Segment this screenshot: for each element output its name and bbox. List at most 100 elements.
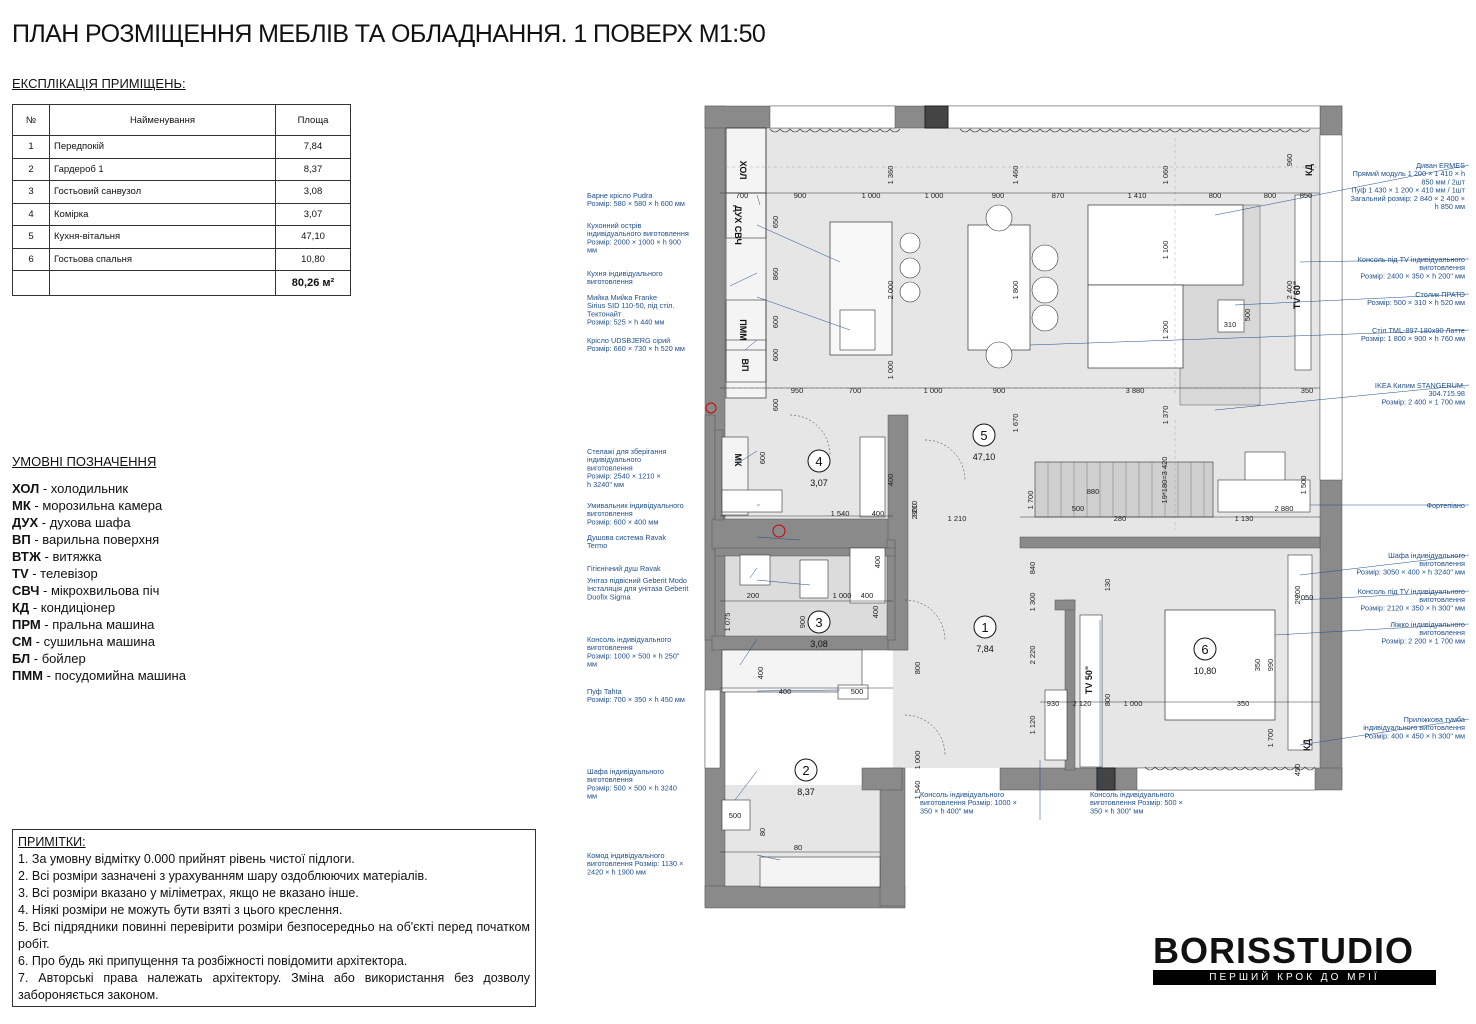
table-cell: 8,37 (275, 157, 351, 181)
curtain (769, 128, 901, 133)
note-item: 3. Всі розміри вказано у міліметрах, якщ… (18, 886, 359, 900)
curtain (959, 128, 1311, 133)
dimension-label: 2 000 (886, 281, 895, 300)
callout-right: 850 мм / 2шт (1421, 177, 1465, 186)
table-cell: Передпокій (49, 135, 276, 159)
dimension-label: 2 120 (1073, 699, 1092, 708)
dimension-label: 3 050 (1295, 593, 1314, 602)
chair (985, 204, 1013, 232)
callout-leader (734, 770, 758, 801)
bar-stool (899, 232, 921, 254)
legend-text: - пральна машина (40, 617, 155, 632)
note-item: 2. Всі розміри зазначені з урахуванням ш… (18, 869, 428, 883)
legend-text: - духова шафа (38, 515, 131, 530)
legend-text: - кондиціонер (29, 600, 116, 615)
callout-left: Termo (587, 541, 607, 550)
dimension-label: 950 (791, 386, 804, 395)
wardrobe (1287, 554, 1313, 751)
callout-leader (756, 854, 781, 861)
dimension-label: 900 (993, 386, 1006, 395)
dimension-label: 500 (1243, 309, 1252, 322)
window-opening (947, 105, 1321, 129)
table-header-row: № Найменування Площа (12, 104, 351, 136)
sink (839, 309, 876, 351)
legend-item: БЛ - бойлер (12, 650, 186, 667)
toilet (799, 559, 829, 599)
legend-text: - телевізор (28, 566, 98, 581)
table-total-row: 80,26 м² (12, 270, 351, 296)
legend-item: ВП - варильна поверхня (12, 531, 186, 548)
callout-left: Розмір: 1000 × 500 × h 250" (587, 651, 680, 660)
callout-left: Розмір: 580 × 580 × h 600 мм (587, 199, 685, 208)
callout-left: Кухня індивідуального (587, 269, 663, 278)
dimension-label: 1 000 (886, 361, 895, 380)
dimension-label: 2 220 (1028, 646, 1037, 665)
equipment-label: ДУХ СВЧ (733, 205, 743, 245)
legend-text: - морозильна камера (30, 498, 163, 513)
callout-left: Унітаз підвісний Geberit Modo (587, 576, 687, 585)
brand-name: BORISSTUDIO (1153, 930, 1415, 971)
callout-leader (756, 689, 841, 692)
equipment-label: КД (1304, 163, 1314, 175)
callout-leader (1029, 329, 1470, 346)
dimension-label: 1 000 (924, 386, 943, 395)
col-name: Найменування (49, 104, 276, 136)
pouf (837, 684, 869, 700)
callout-leader (744, 339, 758, 351)
sofa-module (1087, 284, 1184, 369)
callout-right: 304.715.98 (1428, 389, 1465, 398)
room-marker (807, 610, 831, 634)
dimension-label: 1 000 (833, 591, 852, 600)
dimension-label: 400 (756, 667, 765, 680)
dimension-label: 2 210 (910, 501, 919, 520)
callout-left: Розмір: 700 × 350 × h 450 мм (587, 695, 685, 704)
callout-left: Розмір: 2000 × 1000 × h 900 (587, 237, 681, 246)
legend-abbr: СВЧ (12, 583, 40, 598)
socket-symbol (705, 402, 717, 414)
callout-leader (756, 194, 761, 206)
dimension-label: 1 000 (1124, 699, 1143, 708)
wall (1019, 536, 1321, 549)
callout-left: 2420 × h 1900 мм (587, 867, 646, 876)
room-area: 47,10 (973, 452, 996, 462)
legend-heading: УМОВНІ ПОЗНАЧЕННЯ (12, 454, 157, 469)
explication-heading: ЕКСПЛІКАЦІЯ ПРИМІЩЕНЬ: (12, 76, 186, 91)
callout-leader (734, 450, 758, 466)
callout-leader (1274, 623, 1470, 636)
equipment-label: TV 50" (1084, 666, 1094, 694)
callout-left: Розмір: 500 × 500 × h 3240 (587, 783, 677, 792)
dimension-label: 2 200 (1293, 586, 1302, 605)
wall (704, 885, 906, 909)
table-cell: Гостьовий санвузол (49, 180, 276, 204)
dimension-label: 840 (1028, 562, 1037, 575)
chair (1031, 276, 1059, 304)
wall (861, 767, 903, 791)
callout-right: індивідуального виготовлення (1363, 723, 1465, 732)
callout-right: Диван ERMES (1416, 161, 1465, 170)
callout-leader (1299, 258, 1470, 263)
callout-right: Розмір: 2 400 × 1 700 мм (1381, 397, 1465, 406)
dimension-label: 1 500 (1299, 476, 1308, 495)
callout-left: Тектонайт (587, 309, 622, 318)
dimension-label: 1 000 (925, 191, 944, 200)
legend-item: TV - телевізор (12, 565, 186, 582)
dimension-label: 450 (1293, 764, 1302, 777)
legend-abbr: ХОЛ (12, 481, 40, 496)
kitchen-module (725, 339, 767, 383)
notes-list: 1. За умовну відмітку 0.000 прийнят ріве… (18, 851, 530, 1004)
callout-left: виготовлення (587, 509, 633, 518)
legend-abbr: ПММ (12, 668, 44, 683)
dimension-label: 1 800 (1011, 281, 1020, 300)
wall (711, 518, 908, 550)
legend-item: ПРМ - пральна машина (12, 616, 186, 633)
callout-left: Душова система Ravak (587, 533, 666, 542)
cabinet (721, 799, 751, 831)
callout-right: Приліжкова тумба (1404, 715, 1466, 724)
table-cell: 3,08 (275, 180, 351, 204)
total-area: 80,26 м² (275, 270, 351, 296)
bar-stool (899, 281, 921, 303)
dimension-label: 860 (771, 268, 780, 281)
